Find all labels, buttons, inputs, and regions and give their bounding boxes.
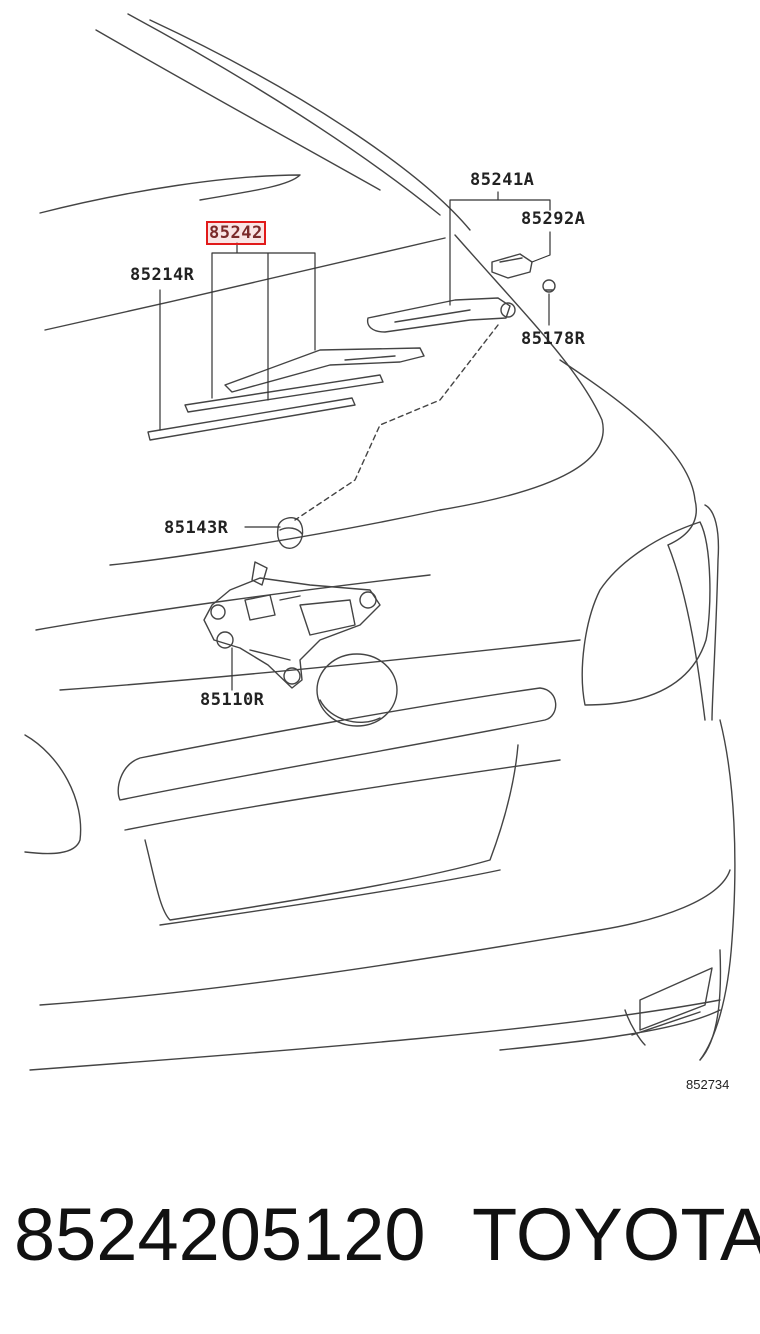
grommet-85143R [276, 517, 304, 549]
leader-lines [159, 191, 551, 691]
nut-85178R [542, 279, 556, 293]
wiper-blade-85242 [147, 347, 425, 441]
parts-diagram [24, 13, 736, 1071]
wiper-arm-85241A [366, 297, 516, 333]
cap-85292A [491, 253, 533, 279]
fitment-dashed-line [294, 324, 499, 521]
label-85242-highlighted[interactable]: 85242 [206, 221, 266, 245]
part-number: 8524205120 [14, 1193, 426, 1276]
label-85110R[interactable]: 85110R [200, 690, 265, 710]
brand-name: TOYOTA [472, 1193, 760, 1276]
caption: 8524205120 TOYOTA [0, 1180, 760, 1290]
label-85292A[interactable]: 85292A [521, 209, 586, 229]
label-85241A[interactable]: 85241A [470, 170, 535, 190]
wiper-motor-85110R [203, 561, 381, 689]
label-85178R[interactable]: 85178R [521, 329, 586, 349]
diagram-reference-number: 852734 [686, 1077, 730, 1092]
label-85143R[interactable]: 85143R [164, 518, 229, 538]
label-85214R[interactable]: 85214R [130, 265, 195, 285]
car-body-outline [24, 13, 736, 1071]
